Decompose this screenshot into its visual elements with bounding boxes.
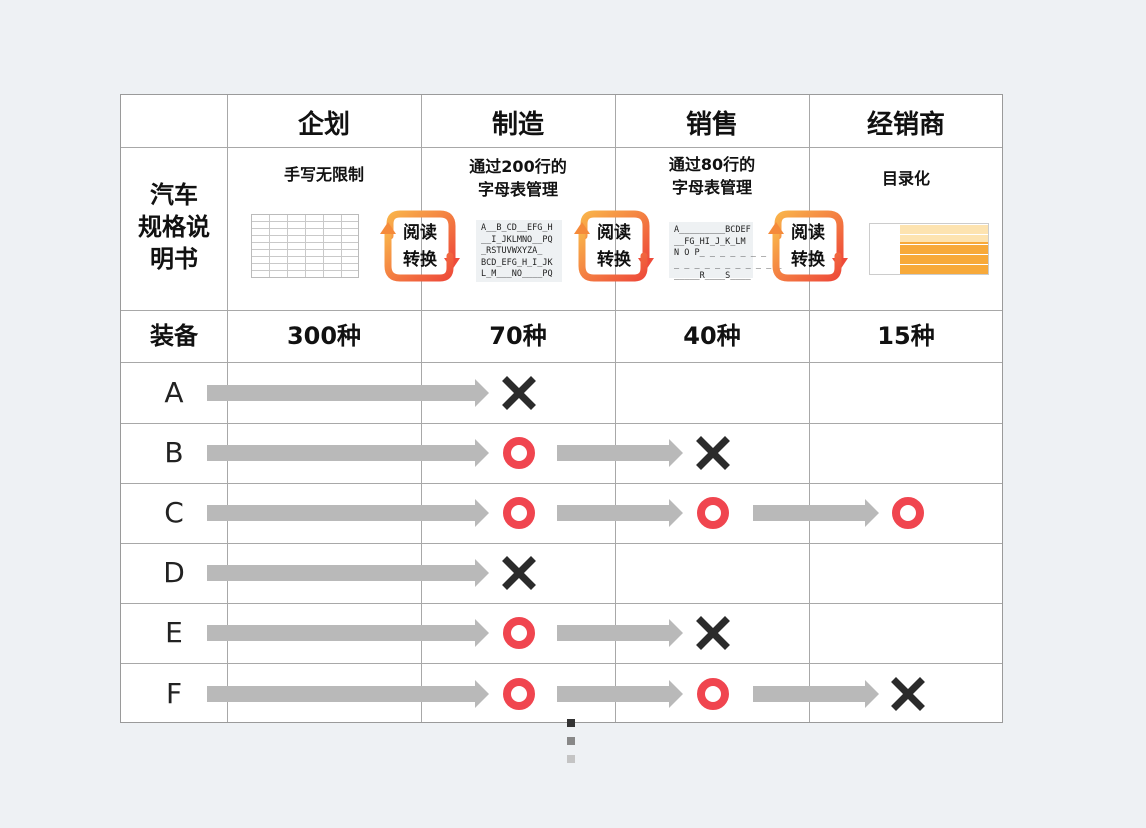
fail-cross-icon	[696, 616, 730, 651]
equipment-count-manufacturing: 70种	[489, 322, 547, 350]
read-convert-badge: 阅读转换	[768, 206, 848, 286]
equipment-flow-row	[207, 497, 924, 530]
progress-arrow	[557, 439, 683, 468]
equipment-flow-row	[207, 676, 925, 711]
equipment-flow-row	[207, 376, 536, 410]
read-convert-badge: 阅读转换	[380, 206, 460, 286]
grid-line	[121, 147, 1002, 148]
grid-line	[121, 423, 1002, 424]
row-label: D	[163, 556, 185, 590]
grid-line	[121, 603, 1002, 604]
equipment-flow-row	[207, 616, 730, 651]
pass-circle-icon	[503, 617, 535, 650]
header-planning: 企划	[297, 110, 350, 140]
cycle-arrows-icon	[768, 210, 848, 282]
grid-line	[121, 483, 1002, 484]
equipment-count-dealer: 15种	[877, 322, 935, 350]
row-label: C	[164, 496, 184, 530]
conversion-read-label: 阅读	[597, 223, 631, 243]
header-manufacturing: 制造	[491, 110, 544, 140]
equipment-flow-row	[207, 556, 536, 591]
fail-cross-icon	[502, 376, 536, 410]
pass-circle-icon	[697, 497, 729, 530]
stage-description-planning: 手写无限制	[283, 165, 364, 184]
progress-arrow	[753, 499, 879, 528]
row-label: E	[165, 616, 183, 650]
grid-line	[227, 95, 228, 722]
progress-arrow	[207, 619, 489, 648]
more-dot	[567, 719, 575, 727]
more-dot	[567, 755, 575, 763]
conversion-convert-label: 转换	[791, 250, 825, 270]
cycle-arrows-icon	[574, 210, 654, 282]
grid-line	[121, 663, 1002, 664]
row-label: F	[165, 676, 183, 710]
fail-cross-icon	[502, 556, 536, 591]
catalog-thumbnail	[869, 223, 989, 275]
progress-arrow	[207, 679, 489, 708]
grid-line	[421, 95, 422, 722]
pass-circle-icon	[697, 677, 729, 710]
grid-line	[121, 362, 1002, 363]
progress-arrow	[207, 379, 489, 408]
row-label: A	[164, 376, 184, 410]
pass-circle-icon	[503, 437, 535, 470]
handwritten-spec-thumbnail	[251, 214, 359, 278]
fail-cross-icon	[696, 436, 730, 471]
equipment-label: 装备	[150, 322, 198, 350]
progress-arrow	[207, 439, 489, 468]
equipment-spec-table: 企划 制造 销售 经销商 汽车 规格说 明书 手写无限制 通过200行的 字母表…	[120, 94, 1003, 723]
read-convert-badge: 阅读转换	[574, 206, 654, 286]
conversion-read-label: 阅读	[403, 223, 437, 243]
spec-label: 汽车 规格说 明书	[138, 181, 210, 273]
pass-circle-icon	[503, 497, 535, 530]
grid-line	[121, 543, 1002, 544]
stage-description-manufacturing: 通过200行的 字母表管理	[469, 157, 567, 199]
equipment-flow-row	[207, 436, 730, 471]
pass-circle-icon	[892, 497, 924, 530]
progress-arrow	[557, 679, 683, 708]
grid-line	[121, 310, 1002, 311]
header-dealer: 经销商	[866, 110, 945, 140]
grid-line	[615, 95, 616, 722]
more-dot	[567, 737, 575, 745]
conversion-convert-label: 转换	[597, 250, 631, 270]
progress-arrow	[557, 499, 683, 528]
stage-description-dealer: 目录化	[881, 169, 930, 188]
row-label: B	[164, 436, 184, 470]
conversion-convert-label: 转换	[403, 250, 437, 270]
conversion-read-label: 阅读	[791, 223, 825, 243]
progress-arrow	[557, 619, 683, 648]
progress-arrow	[207, 499, 489, 528]
progress-arrow	[207, 559, 489, 588]
equipment-count-planning: 300种	[286, 322, 362, 350]
grid-line	[809, 95, 810, 722]
stage-description-sales: 通过80行的 字母表管理	[668, 155, 756, 197]
pass-circle-icon	[503, 677, 535, 710]
header-sales: 销售	[685, 110, 738, 140]
fail-cross-icon	[891, 676, 925, 711]
equipment-count-sales: 40种	[683, 322, 741, 350]
cycle-arrows-icon	[380, 210, 460, 282]
manufacturing-alphabet-thumbnail: A__B_CD__EFG_H__I_JKLMNO__PQ_RSTUVWXYZA_…	[476, 220, 562, 282]
progress-arrow	[753, 679, 879, 708]
